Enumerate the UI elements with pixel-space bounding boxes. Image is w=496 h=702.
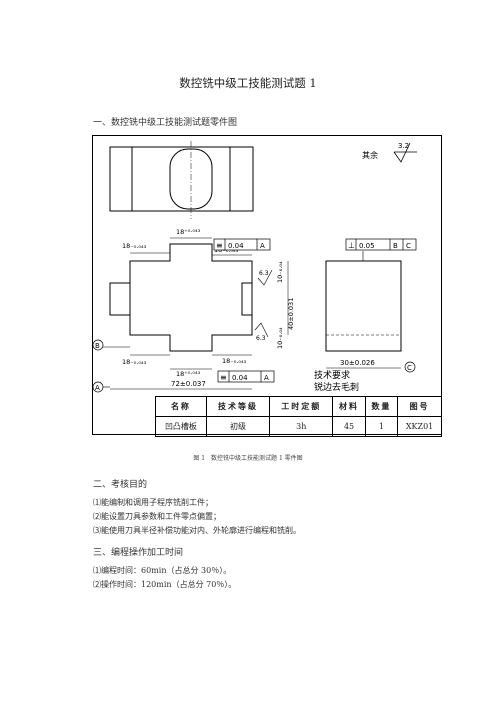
perp-frame: ⊥ 0.05 B C bbox=[345, 238, 417, 251]
table-cell: 初级 bbox=[205, 416, 271, 437]
table-header: 材料 bbox=[332, 396, 366, 417]
sym-frame-bot: ≡ 0.04 A bbox=[217, 370, 275, 383]
svg-text:0.04: 0.04 bbox=[228, 242, 244, 250]
svg-text:0.04: 0.04 bbox=[232, 374, 248, 382]
dim-height-40: 40±0.031 bbox=[287, 298, 295, 330]
page-title: 数控铣中级工技能测试题 1 bbox=[179, 76, 317, 90]
svg-text:B: B bbox=[95, 342, 100, 350]
rough-63-a: 6.3 bbox=[259, 270, 269, 277]
dim-left-top: 18₋₀.₀₄₃ bbox=[122, 242, 147, 250]
roughness-value: 3.2 bbox=[398, 142, 409, 150]
svg-text:A: A bbox=[260, 242, 265, 250]
rough-63-b: 6.3 bbox=[256, 335, 266, 342]
datum-b-marker: B bbox=[92, 339, 130, 351]
list-item: ⑵操作时间：120min（占总分 70％）。 bbox=[93, 580, 237, 589]
dim-step-bot: 10₋₀.₀₄ bbox=[276, 327, 284, 349]
section-1-heading: 一、数控铣中级工技能测试题零件图 bbox=[93, 118, 238, 128]
svg-text:A: A bbox=[95, 384, 100, 392]
list-item: ⑶能使用刀具半径补偿功能对内、外轮廓进行编程和铣削。 bbox=[93, 526, 301, 535]
roughness-icon-b bbox=[254, 322, 269, 338]
dim-right-bot: 18₋₀.₀₄₃ bbox=[222, 357, 247, 365]
svg-text:C: C bbox=[407, 364, 412, 372]
dim-step-top: 10₋₀.₀₄ bbox=[276, 261, 284, 283]
table-header: 数量 bbox=[364, 396, 399, 417]
table-cell: 1 bbox=[364, 416, 399, 437]
roughness-label: 其余 bbox=[362, 150, 378, 160]
table-header: 图号 bbox=[397, 396, 442, 417]
section-3-heading: 三、编程操作加工时间 bbox=[93, 548, 184, 558]
svg-text:⊥: ⊥ bbox=[348, 241, 355, 250]
dim-width-72: 72±0.037 bbox=[171, 380, 206, 388]
section-2-heading: 二、考核目的 bbox=[93, 480, 148, 490]
table-cell: XKZ01 bbox=[397, 416, 442, 437]
sym-frame-top: ≡ 0.04 A bbox=[213, 238, 271, 251]
list-item: ⑵能设置刀具参数和工件零点偏置； bbox=[93, 512, 221, 521]
dim-left-bot: 18₋₀.₀₄₃ bbox=[122, 358, 147, 366]
list-item: ⑴能编制和调用子程序铣削工件； bbox=[93, 498, 213, 507]
figure-caption: 图 1 数控铣中级工技能测试题 1 零件图 bbox=[193, 455, 303, 462]
table-header: 技术等级 bbox=[205, 396, 271, 417]
roughness-check-icon bbox=[393, 142, 417, 163]
table-cell: 凹凸槽板 bbox=[155, 416, 207, 437]
top-view bbox=[109, 141, 254, 219]
table-cell: 3h bbox=[269, 416, 334, 437]
list-item: ⑴编程时间：60min（占总分 30％）。 bbox=[93, 566, 232, 575]
svg-text:B: B bbox=[393, 242, 398, 250]
svg-text:≡: ≡ bbox=[220, 373, 227, 382]
table-row: 凹凸槽板 初级 3h 45 1 XKZ01 bbox=[155, 416, 442, 437]
table-cell: 45 bbox=[332, 416, 366, 437]
dim-slot-top: 18⁺⁰·⁰⁴³ bbox=[176, 228, 201, 236]
svg-text:≡: ≡ bbox=[216, 241, 223, 250]
svg-text:0.05: 0.05 bbox=[359, 242, 375, 250]
title-block-table: 名称 技术等级 工时定额 材料 数量 图号 凹凸槽板 初级 3h 45 1 XK… bbox=[155, 396, 442, 437]
table-row: 名称 技术等级 工时定额 材料 数量 图号 bbox=[155, 396, 442, 417]
tech-req-title: 技术要求 bbox=[314, 369, 350, 381]
svg-text:C: C bbox=[406, 242, 411, 250]
datum-c-marker: C bbox=[404, 361, 416, 373]
front-view bbox=[109, 243, 253, 352]
side-view bbox=[325, 251, 402, 352]
roughness-icon-a bbox=[257, 269, 273, 286]
table-header: 工时定额 bbox=[269, 396, 334, 417]
drawing-frame bbox=[92, 135, 442, 435]
svg-text:A: A bbox=[264, 374, 269, 382]
dim-width-30: 30±0.026 bbox=[340, 359, 375, 367]
part-drawing: 其余 3.2 18⁺⁰·⁰⁴³ 18₋₀.₀₄₃ 18₋₀.₀₄₃ ≡ 0.04… bbox=[92, 135, 442, 435]
tech-req-text: 锐边去毛刺 bbox=[314, 381, 359, 393]
dim-slot-bot: 18⁺⁰·⁰⁴³ bbox=[176, 370, 201, 378]
datum-a-marker: A bbox=[92, 381, 110, 393]
table-header: 名称 bbox=[155, 396, 207, 417]
